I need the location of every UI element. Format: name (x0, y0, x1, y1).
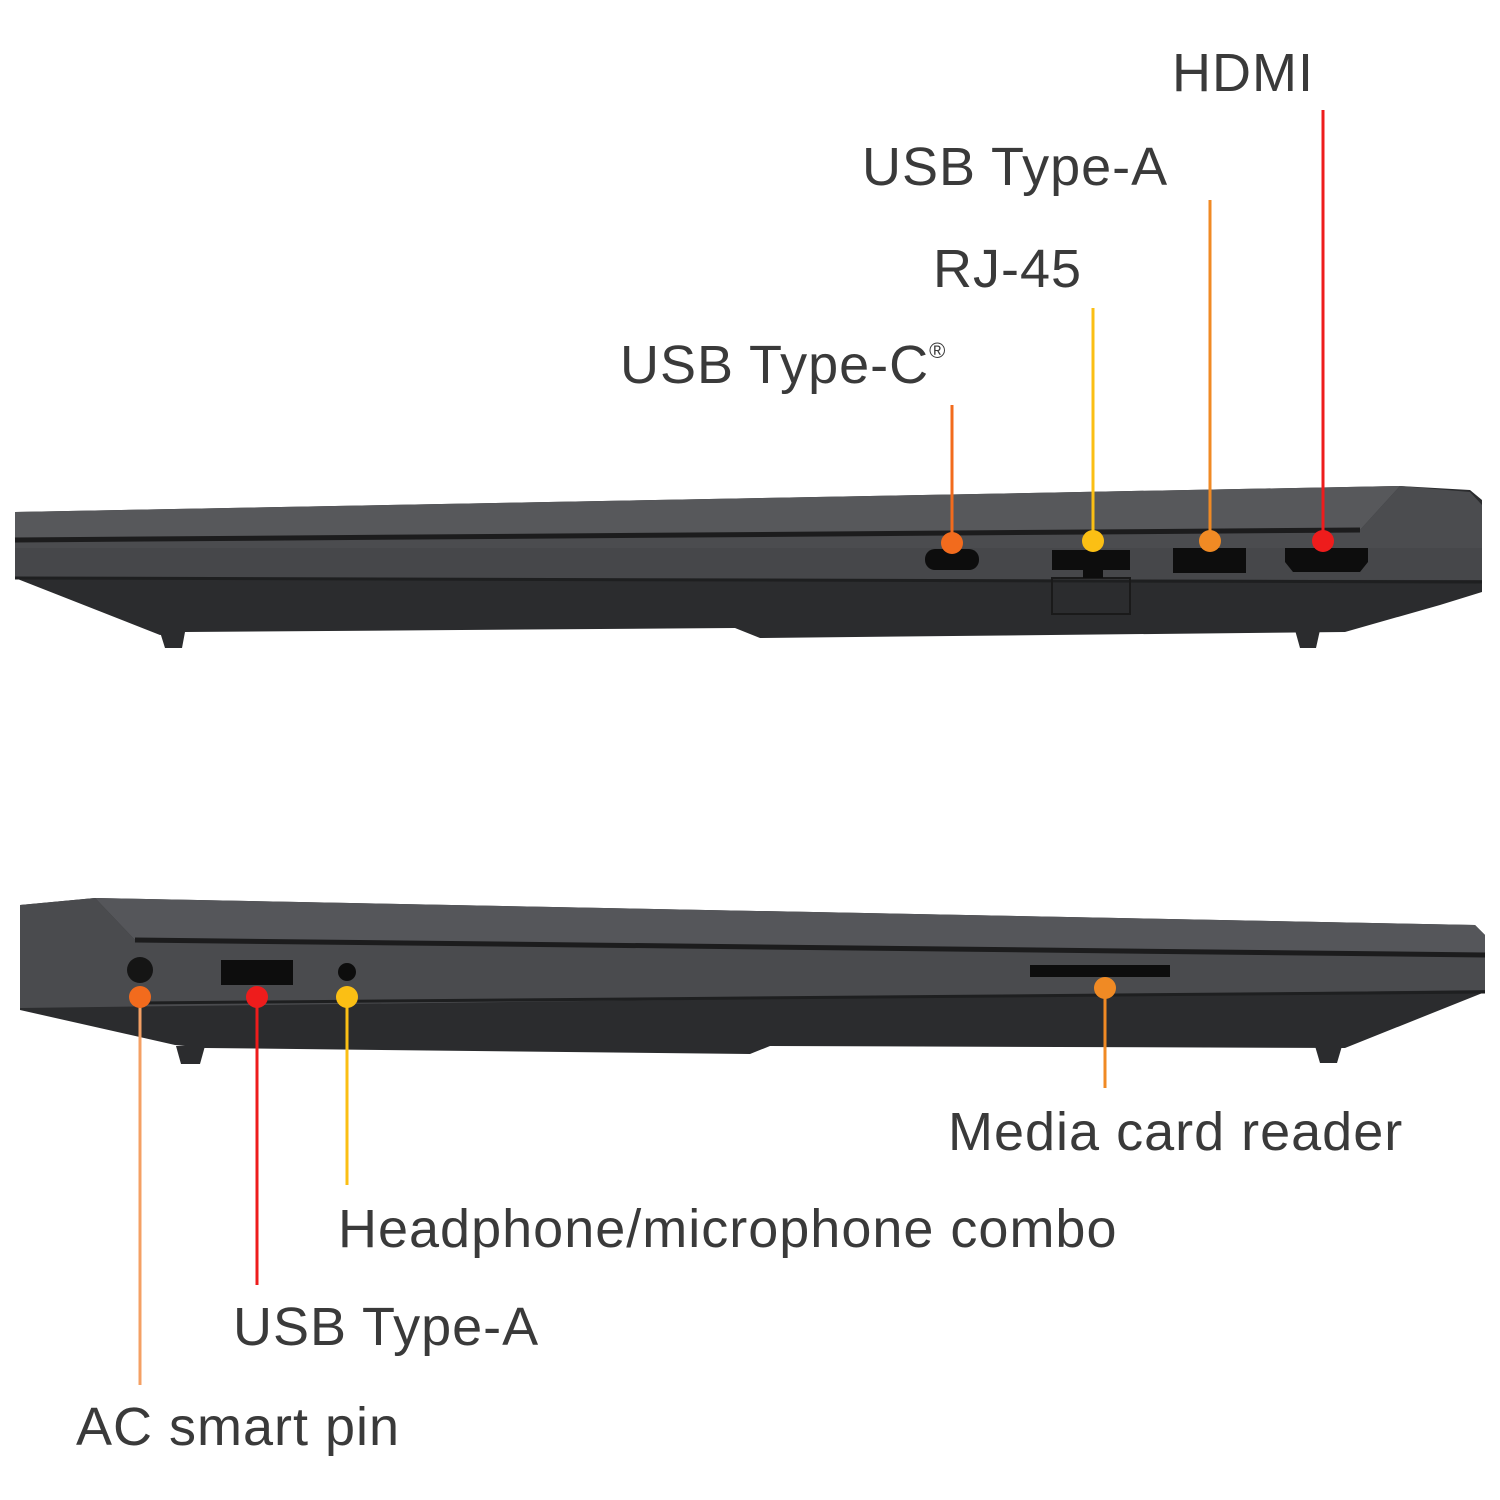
callout-dot (1199, 530, 1221, 552)
label-hdmi: HDMI (1172, 43, 1314, 103)
label-media-card-reader: Media card reader (948, 1102, 1404, 1162)
usb-c-port (925, 549, 979, 570)
callout-dot (1094, 977, 1116, 999)
card-reader-slot (1030, 965, 1170, 977)
label-usb-type-c: USB Type-C® (620, 338, 946, 392)
rj45-port (1052, 550, 1130, 578)
foot (176, 1046, 205, 1064)
callout-dot (941, 532, 963, 554)
ac-pin-port (127, 957, 153, 983)
registered-mark: ® (929, 338, 947, 363)
label-ac-smart-pin: AC smart pin (76, 1397, 401, 1457)
usb-a-port (221, 960, 293, 985)
foot (160, 632, 185, 648)
callout-dot (1312, 530, 1334, 552)
audio-jack (338, 963, 356, 981)
label-usb-type-c-text: USB Type-C (620, 335, 930, 395)
usb-a-port (1173, 548, 1246, 573)
label-usb-type-a-right: USB Type-A (862, 137, 1169, 197)
callout-dot (246, 986, 268, 1008)
callout-dot (336, 986, 358, 1008)
laptop-right-side (14, 110, 1483, 648)
callout-dot (1082, 530, 1104, 552)
laptop-left-side (20, 898, 1486, 1385)
foot (1315, 1046, 1342, 1063)
label-headphone-mic-combo: Headphone/microphone combo (338, 1199, 1118, 1259)
foot (1295, 630, 1320, 648)
hdmi-port (1285, 548, 1368, 572)
label-usb-type-a-left: USB Type-A (233, 1297, 540, 1357)
label-rj45: RJ-45 (933, 239, 1083, 299)
callout-dot (129, 986, 151, 1008)
